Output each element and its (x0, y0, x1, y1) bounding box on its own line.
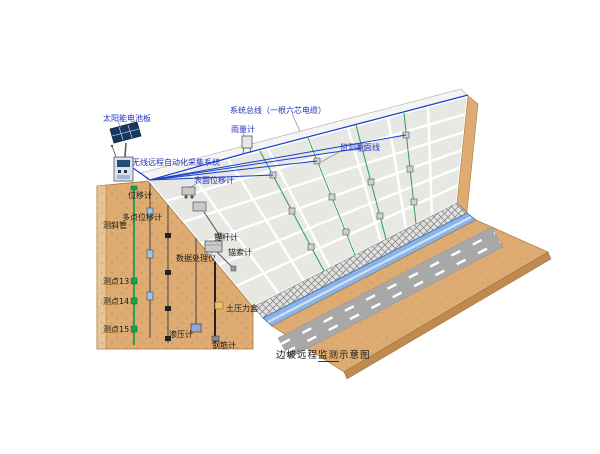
solar-panel-icon (109, 121, 142, 158)
measure-point-15 (130, 325, 138, 333)
label-point-14: 测点14 (103, 297, 130, 306)
label-displacement: 位移计 (128, 191, 152, 200)
rain-gauge-icon (241, 135, 253, 154)
label-wireless-system: 无线远程自动化采集系统 (132, 158, 220, 167)
measure-point-13 (130, 277, 138, 285)
road-platform (271, 219, 552, 380)
label-data-processor: 数据处理仪 (176, 254, 216, 263)
data-processor-box (204, 240, 223, 253)
caption-pre: 边坡远程 (276, 350, 319, 361)
slope-side-edge (456, 95, 479, 213)
label-rebar-meter: 钢筋计 (212, 341, 236, 350)
road-lane-dashes (280, 231, 501, 354)
system-bus-cable (132, 94, 469, 181)
label-anchor-rod-meter: 锚杆计 (214, 233, 238, 242)
label-anchor-cable-meter: 锚索计 (228, 248, 252, 257)
label-earth-pressure-cell: 土压力盒 (226, 304, 258, 313)
surface-displacement-device (181, 186, 196, 199)
anchor-head-box (192, 201, 207, 212)
soil-instruments (130, 183, 237, 345)
road-surface (277, 226, 504, 359)
diagram-caption: 边坡远程监测示意图 (276, 347, 371, 362)
label-surface-displacement: 表面位移计 (194, 176, 234, 185)
caption-post: 示意图 (339, 350, 371, 361)
label-multipoint-displacement: 多点位移计 (122, 213, 162, 222)
earth-pressure-cell-box (214, 301, 224, 310)
label-rain-gauge: 雨量计 (231, 125, 255, 134)
caption-underlined: 监测 (318, 350, 340, 362)
platform-front-face (343, 251, 552, 380)
label-point-13: 测点13 (103, 277, 130, 286)
label-point-15: 测点15 (103, 325, 130, 334)
slope-devices (181, 135, 253, 253)
seepage-borehole (190, 238, 202, 333)
slope-sensors (269, 131, 418, 251)
piezometer-sensor (190, 323, 202, 333)
measure-point-14 (130, 297, 138, 305)
anchor-rod (203, 211, 223, 239)
wireless-acquisition-box-icon (110, 144, 134, 182)
label-system-bus: 系统总线（一根六芯电缆） (230, 106, 326, 115)
displacement-borehole (146, 183, 154, 338)
label-solar-panel: 太阳能电池板 (103, 114, 151, 123)
multipoint-extensometer-borehole (165, 205, 171, 343)
label-seepage-meter: 渗压计 (169, 330, 193, 339)
label-inclinometer-tube: 测斜管 (103, 221, 127, 230)
sensor-cables (149, 134, 407, 181)
label-monitor-section-line: 监测断面线 (340, 143, 380, 152)
inclinometer-tube (130, 185, 138, 345)
label-leaders (117, 113, 342, 256)
